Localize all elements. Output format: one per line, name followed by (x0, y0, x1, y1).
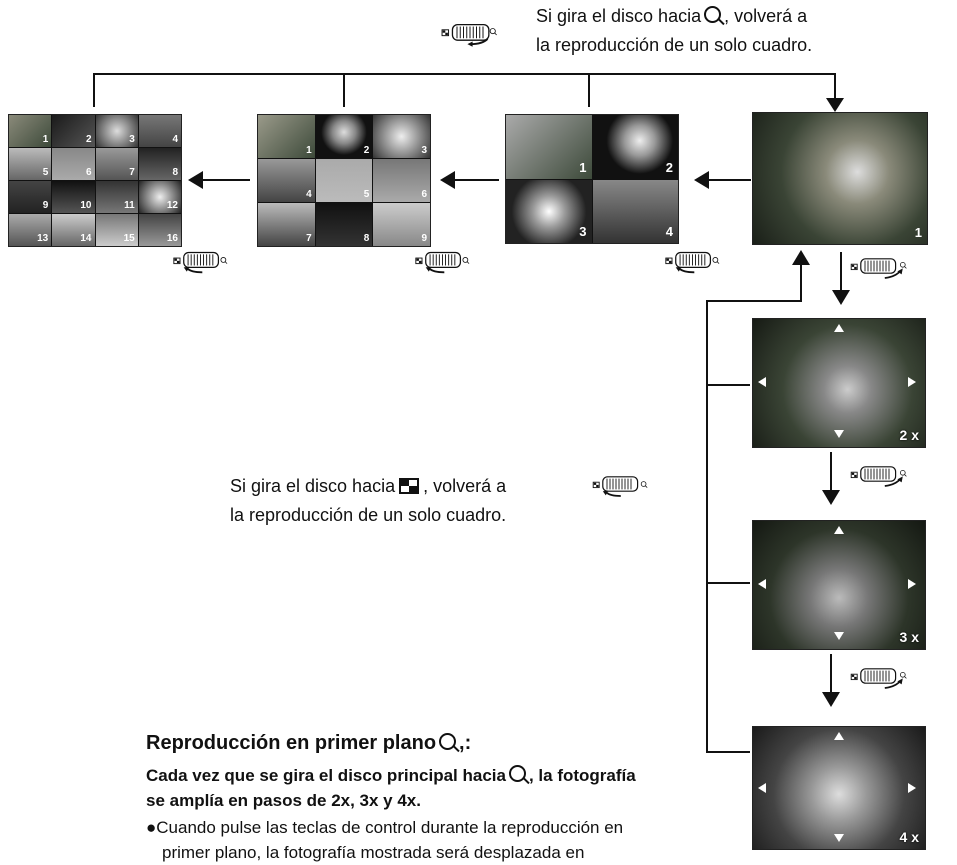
arrow-left-head (440, 171, 455, 189)
index-icon (399, 478, 420, 494)
down-triangle-icon (834, 632, 844, 640)
up-triangle-icon (834, 526, 844, 534)
magnify-icon (704, 6, 722, 23)
command-dial-icon (173, 251, 228, 274)
section-subtitle-line1: Cada vez que se gira el disco principal … (146, 765, 636, 785)
return-branch-3x (706, 582, 750, 584)
connector-drop-4 (834, 73, 836, 101)
arrow-left-head (188, 171, 203, 189)
arrow-down-head (832, 290, 850, 305)
arrow-down-line (830, 654, 832, 694)
arrow-down-head (822, 692, 840, 707)
top-note-line1: Si gira el disco hacia, volverá a (536, 6, 808, 26)
connector-top (93, 73, 835, 75)
section-subtitle-line2: se amplía en pasos de 2x, 3x y 4x. (146, 791, 421, 810)
bullet-line1: ●Cuando pulse las teclas de control dura… (146, 818, 624, 837)
bullet-dot-icon: ● (146, 818, 157, 837)
right-triangle-icon (908, 377, 916, 387)
arrow-down-line (830, 452, 832, 492)
right-triangle-icon (908, 579, 916, 589)
left-triangle-icon (758, 783, 766, 793)
command-dial-icon (415, 251, 470, 274)
section-title: Reproducción en primer plano,: (146, 732, 472, 754)
return-connector-up (800, 262, 802, 302)
command-dial-icon (592, 476, 648, 497)
command-dial-icon (850, 258, 907, 279)
connector-drop-1 (93, 73, 95, 107)
magnify-icon (439, 733, 457, 750)
arrow-left-line (707, 179, 751, 181)
zoom-2x-photo: 2 x (752, 318, 926, 448)
command-dial-icon (850, 668, 907, 689)
zoom-3x-photo: 3 x (752, 520, 926, 650)
magnify-icon (508, 765, 526, 782)
arrow-down-line (840, 252, 842, 292)
index-9-photo: 1 2 3 4 5 6 7 8 9 (257, 114, 431, 247)
top-note-line2: la reproducción de un solo cuadro. (536, 35, 813, 55)
command-dial-icon (665, 251, 720, 274)
connector-drop-2 (343, 73, 345, 107)
index-4-photo: 1 2 3 4 (505, 114, 679, 244)
single-frame-photo: 1 (752, 112, 928, 245)
return-connector-top (706, 300, 802, 302)
mid-note-line2: la reproducción de un solo cuadro. (230, 505, 507, 525)
command-dial-icon (441, 23, 497, 47)
right-triangle-icon (908, 783, 916, 793)
command-dial-icon (850, 466, 907, 487)
connector-drop-3 (588, 73, 590, 107)
down-triangle-icon (834, 834, 844, 842)
left-triangle-icon (758, 377, 766, 387)
return-connector-vertical (706, 300, 708, 752)
down-triangle-icon (834, 430, 844, 438)
return-branch-2x (706, 384, 750, 386)
bullet-line2: primer plano, la fotografía mostrada ser… (162, 843, 585, 862)
return-branch-4x (706, 751, 750, 753)
index-16-photo: 1 2 3 4 5 6 7 8 9 10 11 12 13 14 15 16 (8, 114, 182, 247)
mid-note-line1: Si gira el disco hacia, volverá a (230, 476, 507, 496)
arrow-left-line (453, 179, 499, 181)
arrow-left-line (200, 179, 250, 181)
arrow-up-head (792, 250, 810, 265)
zoom-4x-photo: 4 x (752, 726, 926, 850)
up-triangle-icon (834, 732, 844, 740)
arrow-down-head (822, 490, 840, 505)
arrow-down-head (826, 98, 844, 112)
arrow-left-head (694, 171, 709, 189)
left-triangle-icon (758, 579, 766, 589)
up-triangle-icon (834, 324, 844, 332)
